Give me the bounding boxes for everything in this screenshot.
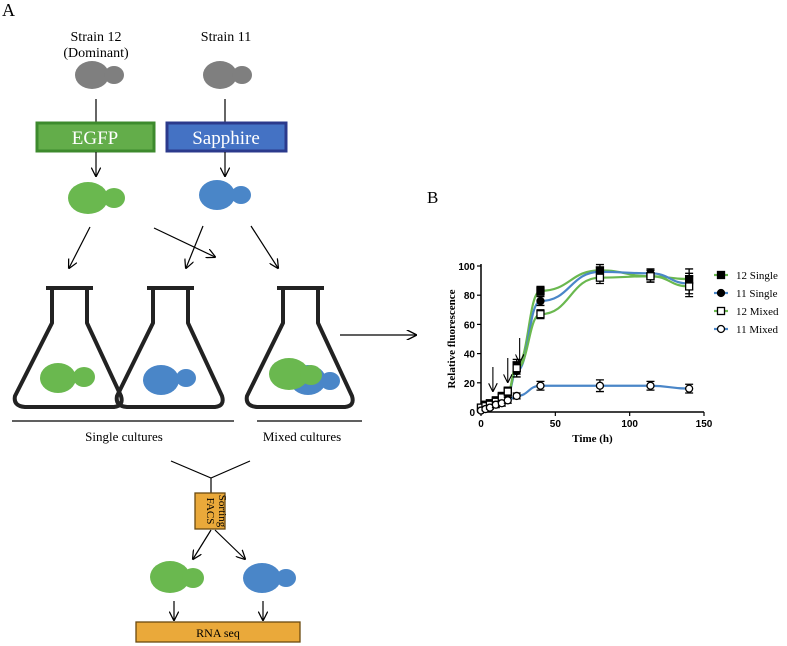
merge-bracket: [170, 460, 251, 493]
x-tick-label: 0: [478, 419, 484, 430]
x-tick-label: 150: [696, 419, 713, 430]
x-axis-label: Time (h): [572, 433, 613, 445]
data-point: [503, 387, 512, 396]
flask-single-egfp: [12, 286, 124, 409]
legend-marker: [716, 288, 726, 298]
strain11-label: Strain 11: [201, 30, 251, 45]
flask-mixed: [244, 286, 355, 409]
legend-label: 12 Mixed: [736, 306, 779, 318]
arrow-to-flask: [153, 227, 215, 257]
legend-marker: [716, 270, 726, 280]
legend-label: 11 Mixed: [736, 324, 779, 336]
y-tick-label: 100: [458, 262, 475, 273]
data-point: [512, 391, 521, 401]
data-point: [595, 273, 605, 282]
arrow-to-flask: [69, 226, 91, 268]
series-line: [480, 275, 690, 409]
egfp-box: [35, 121, 156, 153]
data-point: [646, 272, 655, 281]
mixed-cultures-label: Mixed cultures: [263, 429, 341, 444]
arrow-sort-left: [193, 529, 212, 559]
y-axis-label: Relative fluorescence: [446, 289, 458, 388]
yeast-cell-blue-sorted: [243, 563, 296, 593]
yeast-cell-blue: [199, 180, 251, 210]
legend-label: 11 Single: [736, 288, 778, 300]
data-point: [646, 381, 655, 390]
y-tick-label: 40: [464, 350, 476, 361]
arrow-to-flask: [250, 225, 278, 268]
yeast-cell-green: [68, 182, 125, 214]
facs-box: [194, 492, 226, 530]
legend-label: 12 Single: [736, 270, 778, 282]
single-cultures-label: Single cultures: [85, 429, 163, 444]
data-point: [536, 381, 545, 390]
series-line: [480, 384, 690, 412]
data-point: [684, 282, 694, 291]
legend-marker: [716, 306, 726, 316]
egfp-label: EGFP: [72, 128, 118, 149]
data-point: [512, 364, 521, 373]
data-point: [503, 396, 512, 405]
sapphire-label: Sapphire: [192, 128, 260, 149]
y-tick-label: 20: [464, 379, 476, 390]
yeast-cell-gray-strain11: [203, 61, 252, 89]
sorting-label: Sorting: [216, 495, 228, 528]
series-line: [480, 270, 690, 411]
sapphire-box: [165, 121, 288, 153]
x-tick-label: 50: [550, 419, 562, 430]
strain12-label: Strain 12: [71, 30, 122, 45]
data-point: [595, 381, 605, 390]
y-tick-label: 60: [464, 320, 476, 331]
strain12-dominant-label: (Dominant): [63, 46, 129, 61]
data-point: [684, 384, 694, 393]
flask-single-sapphire: [114, 286, 225, 409]
panel-a-letter: A: [2, 0, 15, 20]
rnaseq-box: [135, 621, 301, 643]
y-tick-label: 80: [464, 291, 476, 302]
data-point: [536, 286, 545, 295]
yeast-cell-green-sorted: [150, 561, 204, 593]
yeast-cell-gray-strain12: [75, 61, 124, 89]
rnaseq-label: RNA seq: [196, 626, 240, 640]
arrow-sort-right: [214, 529, 245, 559]
y-tick-label: 0: [469, 408, 475, 419]
x-tick-label: 100: [621, 419, 638, 430]
data-point: [536, 310, 545, 319]
facs-label: FACS: [204, 498, 216, 525]
data-point: [536, 296, 545, 306]
panel-b-letter: B: [427, 188, 438, 207]
legend-marker: [716, 324, 726, 334]
